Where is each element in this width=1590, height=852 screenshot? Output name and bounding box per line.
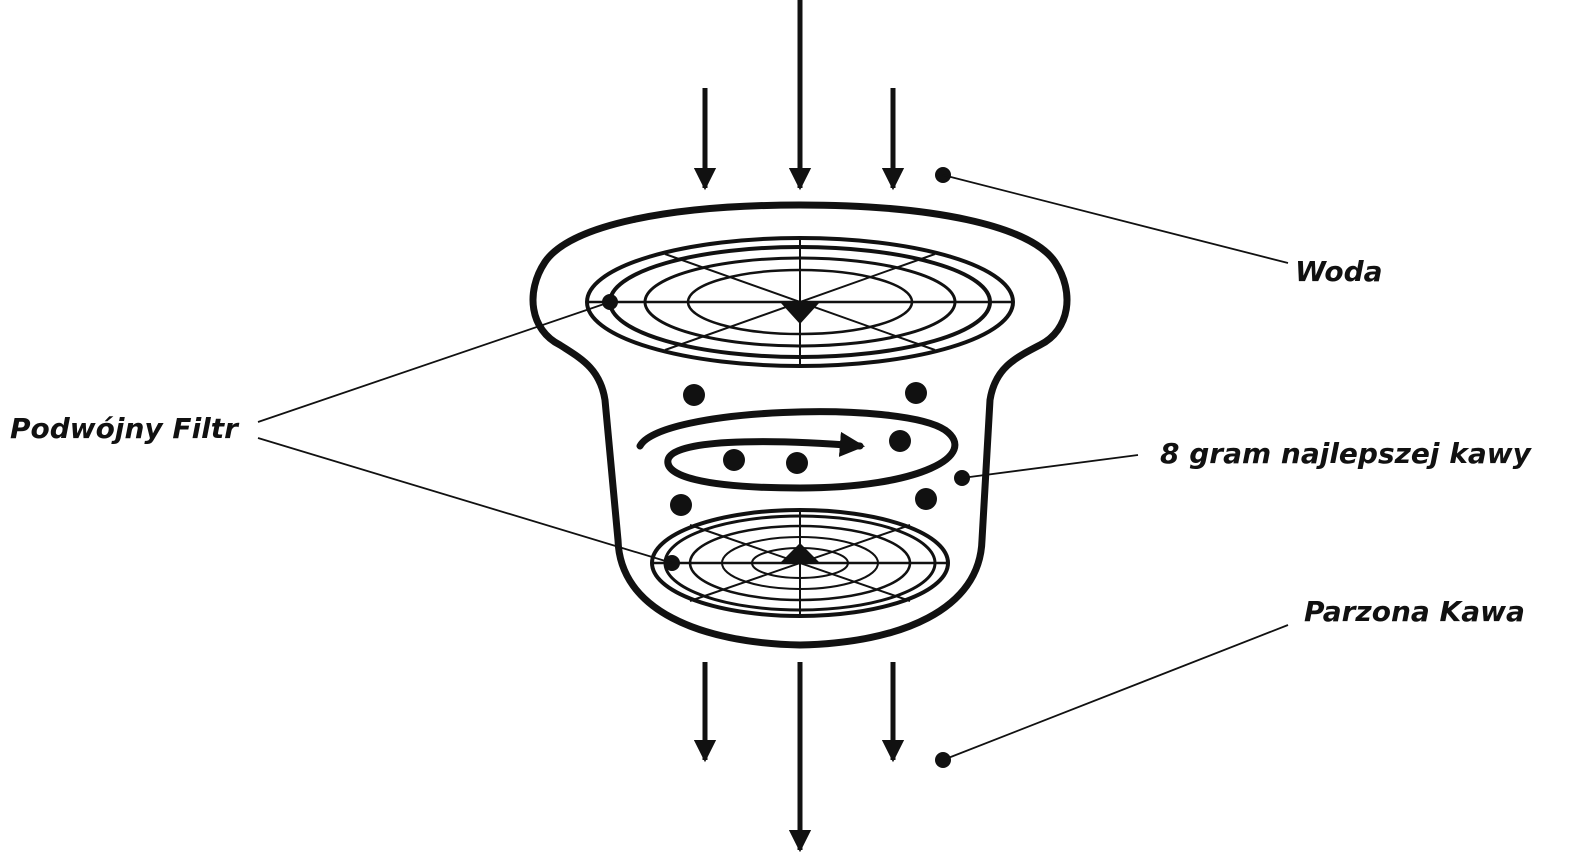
coffee-amount-label: 8 gram najlepszej kawy [1160,437,1531,470]
bottom-filter [650,508,950,618]
coffee-leader [961,454,1139,479]
top-filter-down-triangle [780,302,820,324]
filter-leader-bottom [257,437,673,564]
bottom-filter-up-triangle [780,543,820,563]
brewing-swirl [636,408,959,492]
water-inflow-arrows [693,0,905,191]
brewed-leader [942,624,1289,761]
top-filter [585,236,1015,368]
double-filter-label: Podwójny Filtr [10,412,238,445]
leader-lines [257,167,1289,768]
coffee-outflow-arrows [693,662,905,852]
capsule-outline [529,201,1071,649]
water-label: Woda [1295,255,1383,288]
brewed-coffee-label: Parzona Kawa [1304,595,1525,628]
water-leader [942,174,1289,264]
filter-leader-top [257,301,611,423]
coffee-grounds [670,382,970,516]
